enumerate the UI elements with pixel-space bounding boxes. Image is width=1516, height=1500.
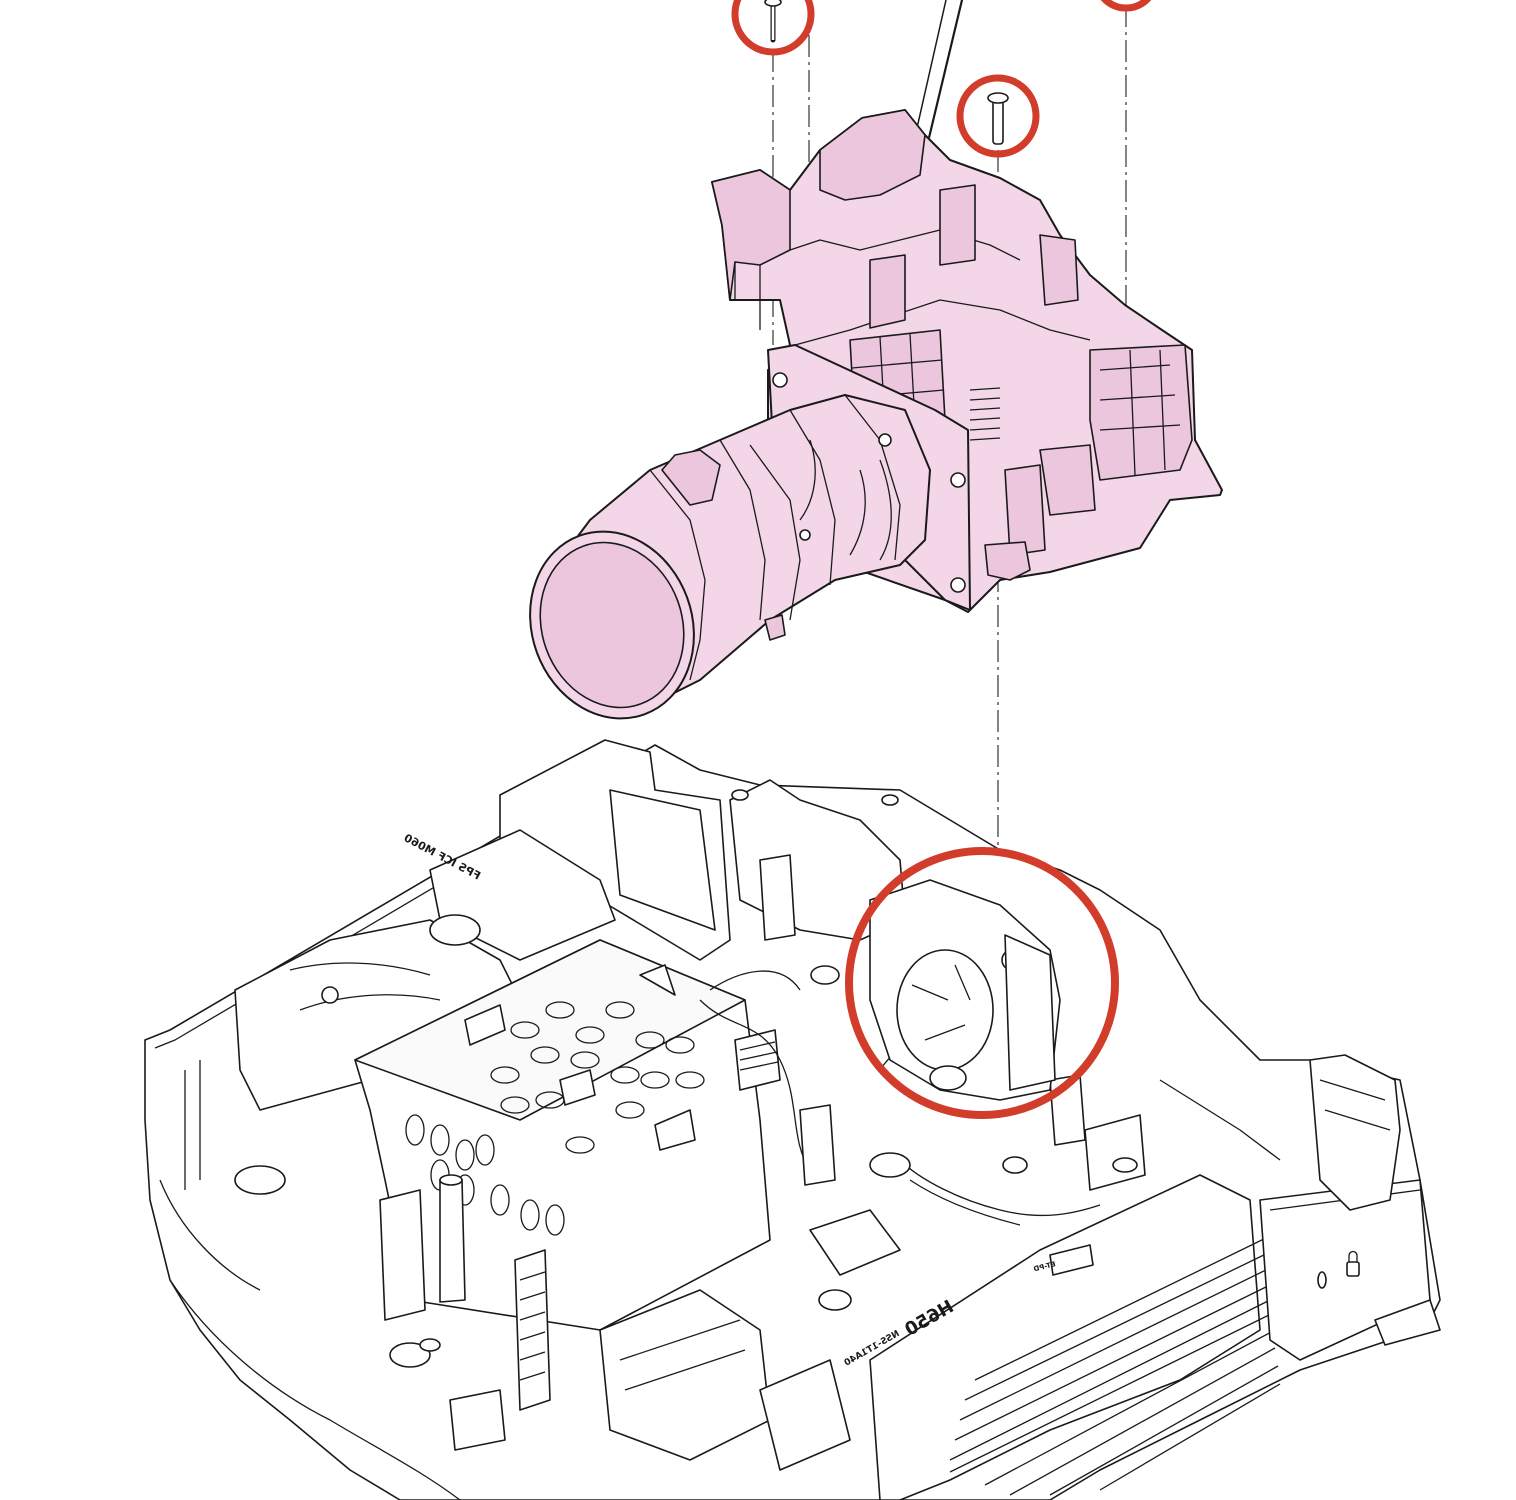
screw-highlight-ring bbox=[956, 74, 1040, 158]
mount-highlight-ring bbox=[845, 847, 1119, 1119]
screw-highlight-ring bbox=[1100, 0, 1152, 12]
screw-icon bbox=[987, 92, 1009, 145]
optical-engine-unit bbox=[529, 109, 1223, 720]
lock-icon bbox=[1346, 1250, 1360, 1277]
screw-icon bbox=[764, 0, 782, 43]
highlight-rings bbox=[731, 0, 1152, 1119]
screw-highlight-ring bbox=[731, 0, 815, 56]
projector-chassis: FPS ICF M060 bbox=[144, 739, 1441, 1500]
front-vent-slats bbox=[949, 1235, 1281, 1496]
ventilation-holes bbox=[405, 1001, 705, 1236]
screws bbox=[764, 0, 1009, 145]
